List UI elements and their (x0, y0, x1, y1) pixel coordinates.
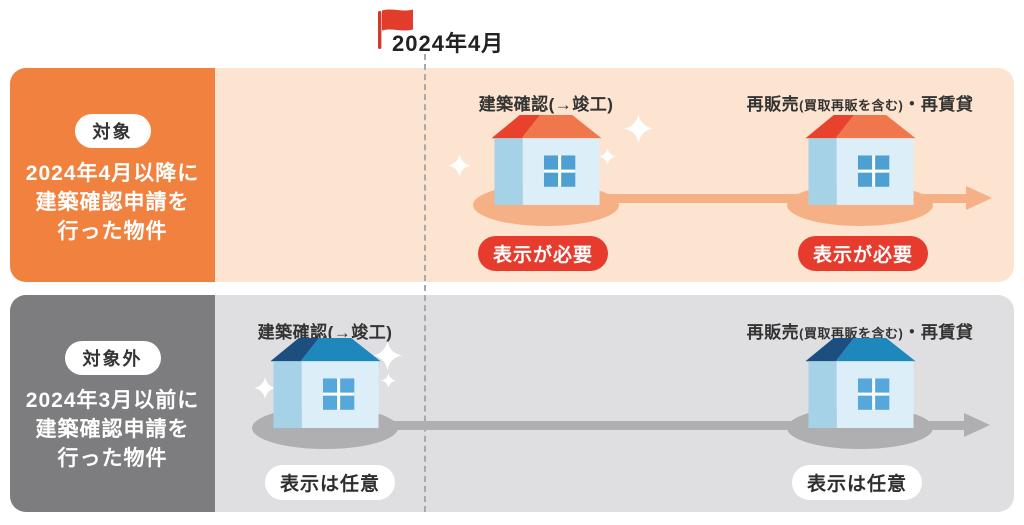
category-description-line: 2024年4月以降に (25, 162, 200, 185)
category-description-line: 行った物件 (57, 220, 168, 243)
covered-category-panel: 対象 2024年4月以降に 建築確認申請を 行った物件 (10, 68, 215, 282)
resale-house-icon (805, 338, 916, 428)
timeline-arrow (546, 194, 966, 203)
existing-house-icon (270, 338, 381, 428)
new-house-icon (491, 115, 602, 205)
category-description-line: 行った物件 (57, 447, 168, 470)
sparkle-icon (381, 373, 396, 388)
timeline-divider (424, 54, 426, 512)
status-badge: 表示が必要 (478, 236, 609, 271)
sparkle-icon (599, 148, 616, 165)
category-badge: 対象外 (64, 341, 161, 375)
category-description-line: 2024年3月以前に (25, 389, 200, 412)
category-description-line: 建築確認申請を (35, 418, 190, 441)
sparkle-icon (624, 114, 653, 143)
status-badge: 表示が必要 (798, 236, 929, 271)
milestone-label: 2024年4月 (392, 31, 505, 56)
resale-house-icon (805, 115, 916, 205)
covered-band: 対象 2024年4月以降に 建築確認申請を 行った物件 建築確認(→竣工) 再販… (10, 68, 1014, 282)
status-badge: 表示は任意 (265, 465, 396, 500)
stage-label-construction: 建築確認(→竣工) (257, 323, 393, 342)
stage-label-resale: 再販売(買取再販を含む)・再賃貸 (746, 95, 974, 114)
sparkle-icon (448, 154, 471, 177)
excluded-category-panel: 対象外 2024年3月以前に 建築確認申請を 行った物件 (10, 295, 215, 512)
sparkle-icon (254, 377, 276, 399)
category-badge: 対象 (74, 114, 151, 148)
status-badge: 表示は任意 (792, 465, 923, 500)
sparkle-icon (373, 341, 402, 370)
category-description-line: 建築確認申請を (35, 191, 190, 214)
stage-label-construction: 建築確認(→竣工) (478, 95, 614, 114)
timeline-arrow (325, 421, 964, 430)
category-description: 2024年4月以降に 建築確認申請を 行った物件 (26, 159, 199, 246)
category-description: 2024年3月以前に 建築確認申請を 行った物件 (26, 386, 199, 473)
timeline-arrowhead-icon (964, 413, 990, 437)
milestone-flag-icon (378, 9, 413, 49)
excluded-band: 対象外 2024年3月以前に 建築確認申請を 行った物件 建築確認(→竣工) 再… (10, 295, 1014, 512)
timeline-arrowhead-icon (966, 186, 992, 210)
stage-label-resale: 再販売(買取再販を含む)・再賃貸 (746, 323, 974, 342)
